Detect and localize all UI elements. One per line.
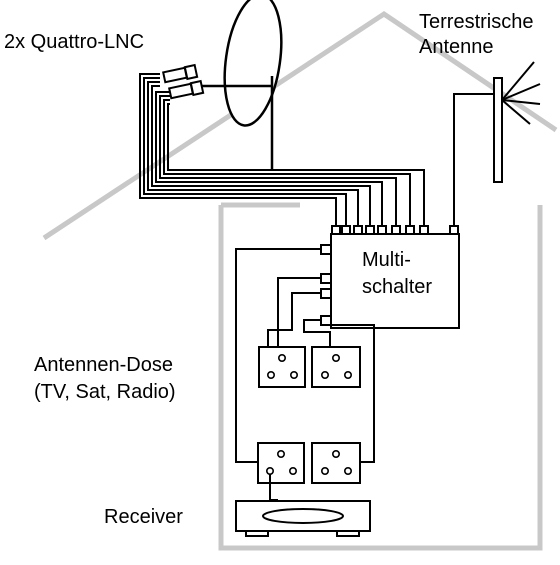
lnc-heads [162, 63, 205, 100]
terrestrial-antenna [453, 61, 541, 226]
sockets-label-line2: (TV, Sat, Radio) [34, 381, 176, 403]
multiswitch-label-line1: Multi- [362, 249, 411, 271]
sockets-label-line1: Antennen-Dose [34, 354, 173, 376]
receiver [235, 500, 371, 537]
antenna-socket-4 [311, 442, 361, 484]
antenna-socket-1 [258, 346, 306, 388]
distribution-wiring [235, 248, 375, 463]
terrestrial-label-line1: Terrestrische [419, 11, 533, 33]
terrestrial-label-line2: Antenne [419, 36, 494, 58]
multiswitch-input-ports [331, 225, 459, 235]
multiswitch-label-line2: schalter [362, 276, 432, 298]
multiswitch-output-ports [320, 244, 332, 326]
antenna-socket-3 [257, 442, 305, 484]
receiver-label: Receiver [104, 506, 183, 528]
lnc-cable-bundle [139, 73, 425, 226]
satellite-dish [196, 0, 283, 170]
antenna-socket-2 [311, 346, 361, 388]
multiswitch: Multi- schalter [320, 225, 460, 329]
lnc-label: 2x Quattro-LNC [4, 31, 144, 53]
